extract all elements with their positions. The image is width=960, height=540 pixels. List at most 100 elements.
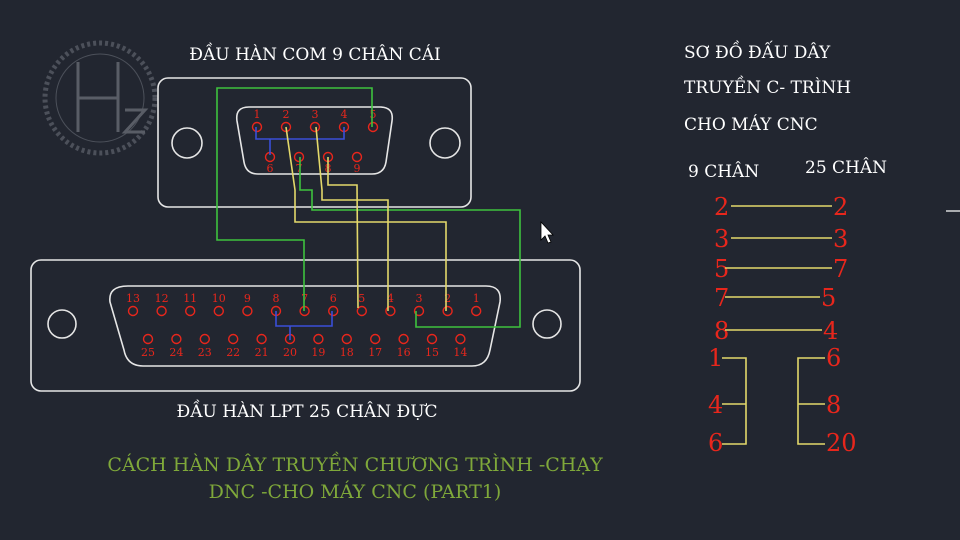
db9-pin-label: 5	[370, 108, 377, 121]
bridge-left-pin: 1	[708, 344, 723, 372]
db9-pin-3	[309, 121, 321, 133]
db9-pin-label: 1	[254, 108, 261, 121]
db25-pin-15	[426, 333, 438, 345]
db25-pin-label: 11	[183, 292, 197, 305]
yellow-wire-8-5	[327, 157, 359, 309]
db25-pin-label: 22	[226, 346, 240, 359]
db9-flange	[157, 77, 472, 208]
logo-watermark	[42, 40, 158, 156]
db9-pin-9	[351, 151, 363, 163]
db25-pin-label: 14	[453, 346, 467, 359]
db25-pin-10	[213, 305, 225, 317]
bridge-left-pin: 4	[708, 391, 723, 419]
yellow-wires	[285, 126, 447, 311]
db25-pin-2	[442, 305, 453, 317]
db25-pin-1	[471, 305, 482, 317]
green-wires	[216, 87, 521, 328]
db25-pin-19	[313, 333, 324, 345]
wiring-left-pin: 3	[714, 225, 729, 253]
db25-shell	[109, 285, 502, 367]
db25-screw-right	[532, 309, 562, 339]
db25-pin-6	[328, 305, 339, 317]
db25-pin-label: 4	[387, 292, 394, 305]
green-wire-7-4	[299, 157, 521, 328]
db25-pin-label: 1	[473, 292, 480, 305]
wiring-left-pin: 8	[714, 317, 729, 345]
wiring-left-pin: 5	[714, 255, 729, 283]
caption-line2: DNC -CHO MÁY CNC (PART1)	[209, 480, 502, 503]
bridge-left-bracket	[722, 357, 747, 445]
green-wire-5-7	[216, 87, 373, 311]
db25-pin-14	[455, 333, 466, 345]
db9-title: ĐẦU HÀN COM 9 CHÂN CÁI	[189, 43, 440, 65]
wiring-right-pin: 7	[833, 255, 848, 283]
yellow-wire-3-3	[315, 126, 389, 311]
db25-pin-9	[242, 305, 253, 317]
db25-bridge-8-6	[275, 311, 333, 327]
schema-title-line1: SƠ ĐỒ ĐẤU DÂY	[684, 40, 831, 63]
db25-pin-label: 25	[141, 346, 155, 359]
mouse-cursor-icon	[540, 220, 554, 244]
db25-pin-5	[356, 305, 367, 317]
schema-title-line3: CHO MÁY CNC	[684, 114, 818, 135]
db9-screw-left	[171, 127, 203, 159]
bridge-left-pin: 6	[708, 429, 723, 457]
db9-pin-7	[293, 151, 305, 163]
db25-pin-22	[227, 333, 239, 345]
db25-pin-label: 5	[358, 292, 365, 305]
db25-pin-3	[413, 305, 425, 317]
column-label-25-pin: 25 CHÂN	[805, 157, 887, 178]
db9-pin-label: 2	[283, 108, 290, 121]
db25-pin-label: 3	[416, 292, 423, 305]
db25-pin-label: 20	[283, 346, 297, 359]
db9-shell	[235, 106, 394, 175]
wiring-left-pin: 2	[714, 193, 729, 221]
bridge-right-bracket	[797, 357, 825, 445]
db25-pin-label: 23	[198, 346, 212, 359]
db9-pin-label: 7	[296, 162, 303, 175]
db25-pin-21	[256, 333, 267, 345]
db25-pin-label: 21	[255, 346, 269, 359]
db25-pin-label: 10	[212, 292, 226, 305]
db25-screw-left	[47, 309, 77, 339]
db25-pin-label: 17	[368, 346, 382, 359]
db9-pin-5	[367, 121, 379, 133]
db25-pin-label: 15	[425, 346, 439, 359]
db25-title: ĐẦU HÀN LPT 25 CHÂN ĐỰC	[176, 400, 437, 422]
db9-pin-label: 4	[341, 108, 348, 121]
db25-pin-label: 19	[311, 346, 325, 359]
db25-pin-16	[398, 333, 409, 345]
db9-pin-1	[251, 121, 263, 133]
caption-line1: CÁCH HÀN DÂY TRUYỀN CHƯƠNG TRÌNH -CHẠY	[107, 451, 603, 476]
blue-bridges	[255, 127, 345, 340]
wiring-right-pin: 4	[823, 317, 838, 345]
db25-pin-label: 18	[340, 346, 354, 359]
bridge-right-pin: 6	[826, 344, 841, 372]
yellow-wire-2-2	[285, 126, 447, 311]
db25-pin-11	[184, 305, 196, 317]
db25-pin-12	[156, 305, 167, 317]
db25-pin-17	[370, 333, 381, 345]
db25-pin-25	[142, 333, 154, 345]
db9-pin-label: 3	[312, 108, 319, 121]
db9-pin-label: 6	[267, 162, 274, 175]
db25-pin-label: 13	[126, 292, 140, 305]
db25-pin-13	[127, 305, 139, 317]
column-label-9-pin: 9 CHÂN	[688, 161, 759, 182]
db25-pin-label: 12	[155, 292, 169, 305]
db25-pin-4	[385, 305, 396, 317]
wiring-left-pin: 7	[714, 284, 729, 312]
db25-pin-label: 2	[444, 292, 451, 305]
db25-flange	[30, 259, 581, 392]
db25-pin-18	[341, 333, 352, 345]
db25-pin-24	[171, 333, 182, 345]
db9-pin-label: 9	[354, 162, 361, 175]
db9-screw-right	[429, 127, 461, 159]
db25-pin-label: 6	[330, 292, 337, 305]
db9-bridge-1-4	[255, 127, 345, 140]
